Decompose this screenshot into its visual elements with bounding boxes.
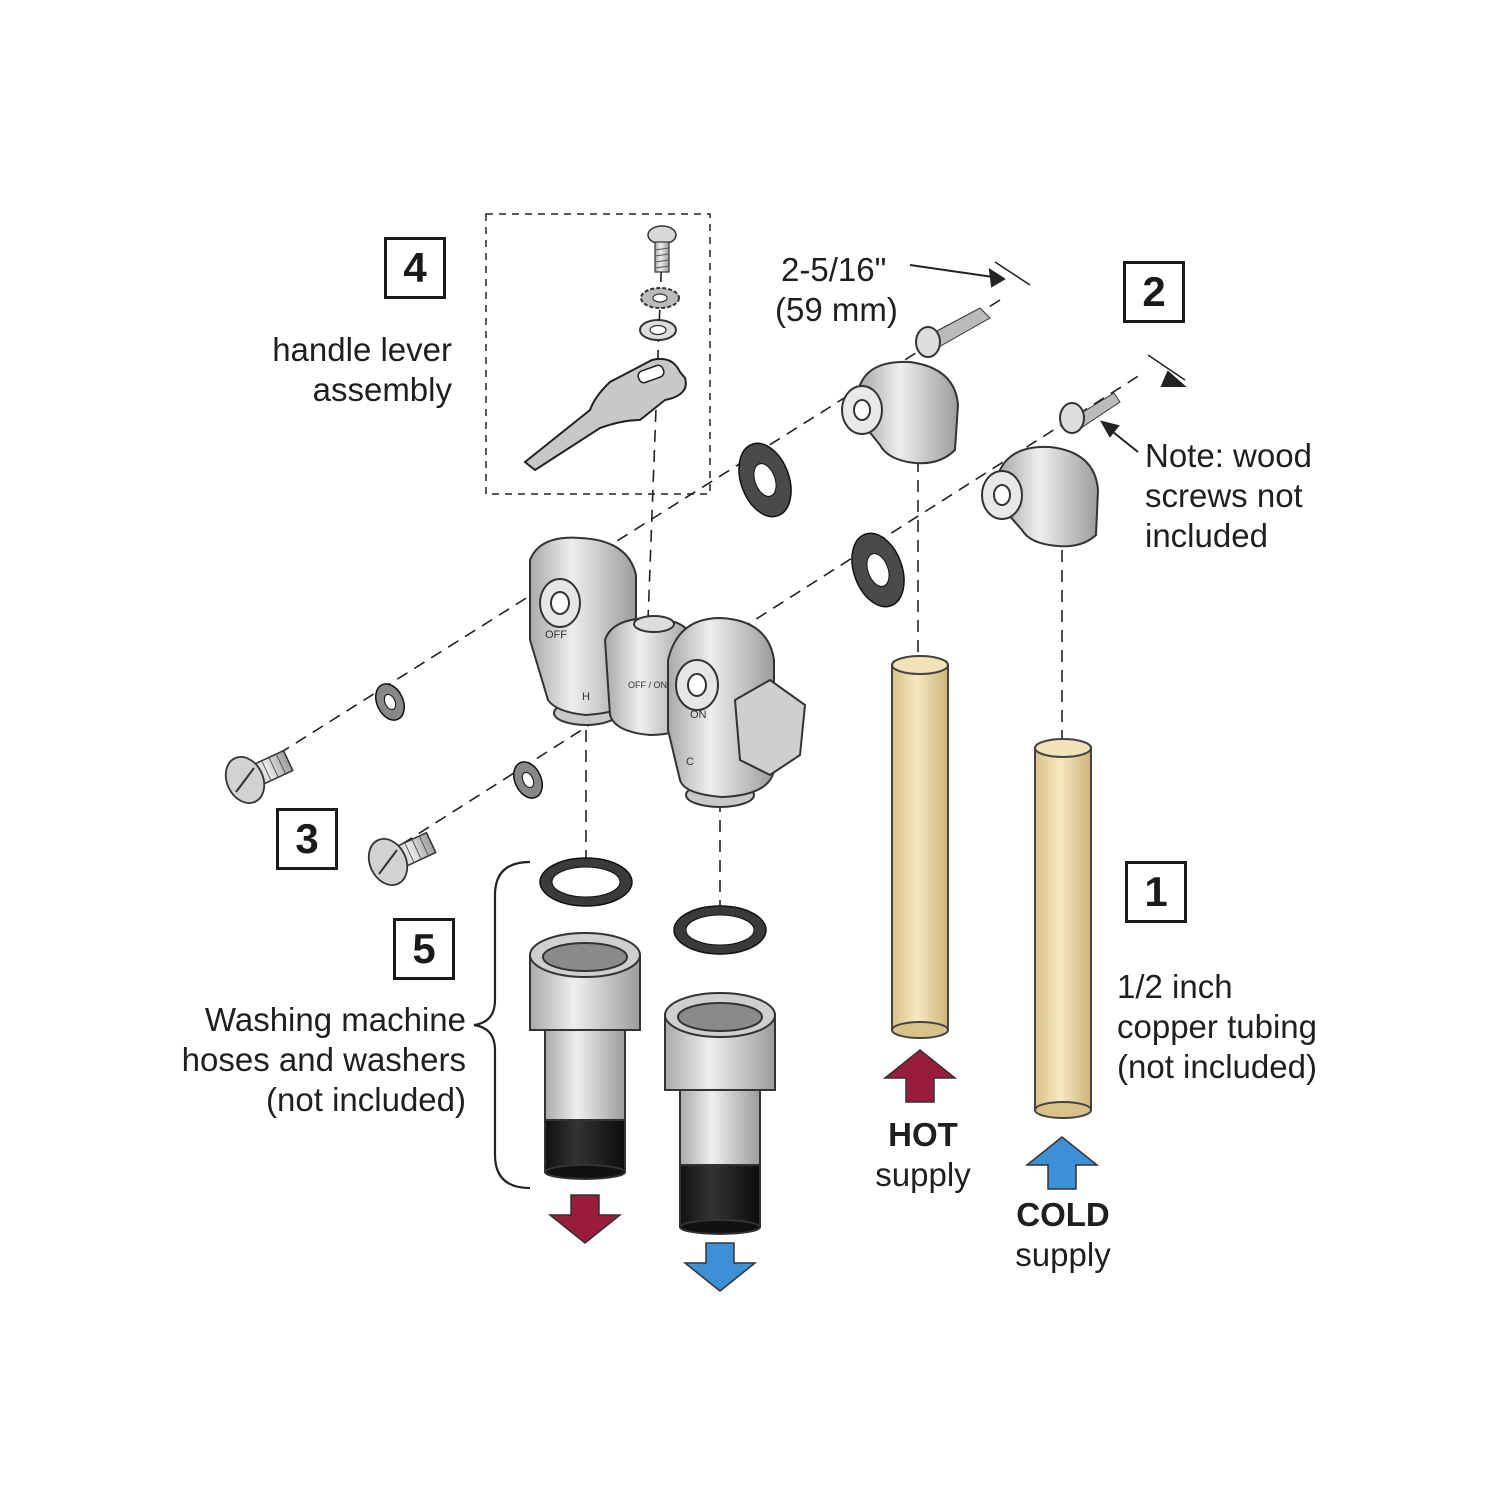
step-2-badge: 2: [1123, 261, 1185, 323]
cold-hose-washer: [673, 905, 767, 955]
cold-copper-tube: [1034, 738, 1092, 1119]
step-4-badge: 4: [384, 237, 446, 299]
cold-supply-arrow-icon: [1024, 1136, 1100, 1190]
hoses-bracket: [473, 860, 531, 1190]
mounting-screw-lower: [367, 831, 437, 886]
svg-text:ON: ON: [690, 709, 707, 721]
hot-hose-washer: [539, 857, 633, 907]
hoses-label: Washing machine hoses and washers (not i…: [181, 1001, 466, 1118]
svg-text:H: H: [582, 691, 590, 703]
dimension-marker: [909, 261, 1187, 387]
hot-copper-tube: [891, 655, 949, 1039]
hot-outlet-arrow-icon: [547, 1194, 623, 1244]
dimension-label: 2-5/16" (59 mm): [775, 251, 898, 328]
handle-lever-label: handle lever assembly: [272, 331, 452, 408]
hot-hose: [529, 932, 641, 1180]
screw-washer-upper: [374, 683, 406, 721]
hot-supply-arrow-icon: [882, 1049, 958, 1103]
step-5-badge: 5: [393, 918, 455, 980]
cold-supply-label: COLD supply: [1015, 1196, 1111, 1273]
supply-washer-upper: [738, 442, 792, 518]
valve-body: [529, 536, 807, 808]
cold-hose: [664, 992, 776, 1235]
hot-elbow-fitting: [841, 307, 991, 465]
handle-lever-icon: [523, 357, 687, 472]
svg-text:OFF / ON: OFF / ON: [628, 680, 667, 690]
svg-text:OFF: OFF: [545, 629, 567, 641]
screw-washer-lower: [512, 761, 544, 799]
mounting-screw-upper: [224, 749, 294, 804]
copper-tubing-label: 1/2 inch copper tubing (not included): [1117, 968, 1317, 1085]
hot-supply-label: HOT supply: [875, 1116, 971, 1193]
cold-outlet-arrow-icon: [682, 1242, 758, 1292]
valve-markings: OFF ON H C OFF / ON: [545, 629, 707, 768]
handle-assembly-box: [485, 213, 711, 495]
svg-text:C: C: [686, 756, 694, 768]
cold-elbow-fitting: [981, 392, 1121, 548]
note-leader: [1099, 420, 1139, 453]
handle-screw: [647, 225, 677, 273]
step-3-badge: 3: [276, 808, 338, 870]
step-1-badge: 1: [1125, 861, 1187, 923]
wood-screws-note: Note: wood screws not included: [1145, 437, 1312, 554]
supply-washer-lower: [851, 532, 905, 608]
